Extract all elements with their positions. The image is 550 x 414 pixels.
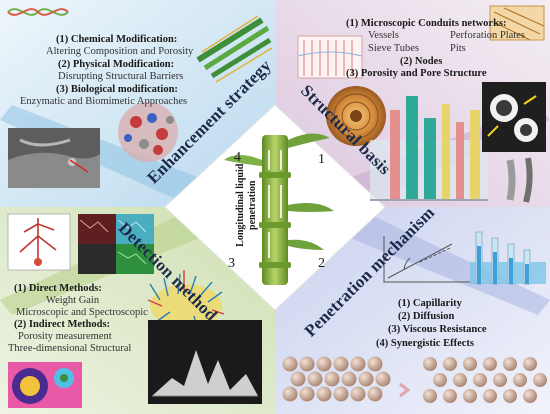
penetration-item-2: (2) Diffusion: [398, 311, 455, 322]
sphere: [443, 389, 457, 403]
detection-item-2-heading: (2) Indirect Methods:: [14, 319, 111, 330]
sphere: [350, 386, 366, 402]
vessel-strip-illustration: [489, 5, 545, 41]
structural-conduit-perforation-plates: Perforation Plates: [450, 30, 525, 41]
fiber-samples-illustration: [506, 157, 533, 203]
sphere: [523, 389, 537, 403]
sphere: [533, 373, 547, 387]
sphere: [316, 356, 332, 372]
detection-item-1-detail-1: Weight Gain: [46, 295, 100, 306]
sphere: [282, 356, 298, 372]
sphere: [333, 386, 349, 402]
detection-number: 3: [228, 256, 235, 271]
sphere: [324, 371, 340, 387]
sphere: [483, 357, 497, 371]
sphere: [307, 371, 323, 387]
sphere: [453, 373, 467, 387]
sem-micrograph-image: [8, 128, 100, 188]
spectroscopy-image-grid: [78, 214, 154, 274]
enhancement-item-2-heading: (2) Physical Modification:: [58, 59, 175, 70]
sphere: [341, 371, 357, 387]
sphere: [367, 356, 383, 372]
diffusion-arrow-icon: [399, 382, 411, 398]
enhancement-item-2-detail: Disrupting Structural Barriers: [58, 71, 184, 82]
detection-item-1-detail-2: Microscopic and Spectroscopic: [16, 307, 148, 318]
enhancement-item-1-heading: (1) Chemical Modification:: [56, 34, 178, 45]
sphere: [375, 371, 391, 387]
detection-item-2-detail-2: Three-dimensional Structural: [8, 343, 132, 354]
sphere: [493, 373, 507, 387]
sphere: [523, 357, 537, 371]
sphere: [367, 386, 383, 402]
sphere: [503, 357, 517, 371]
sphere: [473, 373, 487, 387]
sphere: [443, 357, 457, 371]
bamboo-stalk: [224, 133, 334, 285]
dna-helix-illustration: [7, 8, 69, 16]
sphere: [316, 386, 332, 402]
sphere: [290, 371, 306, 387]
sphere: [350, 356, 366, 372]
penetration-item-1: (1) Capillarity: [398, 298, 462, 309]
structural-number: 1: [318, 152, 325, 167]
structural-conduit-vessels: Vessels: [368, 30, 399, 41]
sphere: [503, 389, 517, 403]
center-label-line2: penetration: [246, 180, 258, 230]
conduit-micrograph-illustration: [297, 35, 363, 79]
detection-item-1-heading: (1) Direct Methods:: [14, 283, 102, 294]
structural-conduit-pits: Pits: [450, 43, 466, 54]
surface-plot-illustration: [148, 320, 262, 404]
sphere: [423, 389, 437, 403]
detection-item-2-detail-1: Porosity measurement: [18, 331, 112, 342]
penetration-item-3: (3) Viscous Resistance: [388, 324, 487, 335]
fiber-bundle-illustration: [196, 15, 273, 83]
contact-angle-diagram: [383, 236, 470, 283]
capillary-tubes-illustration: [470, 231, 546, 285]
sphere: [433, 373, 447, 387]
porous-packed-spheres: [282, 356, 547, 403]
sphere: [299, 356, 315, 372]
molecular-cluster-illustration: [118, 102, 178, 162]
enhancement-number: 4: [234, 150, 241, 165]
enhancement-item-1-detail: Altering Composition and Porosity: [46, 46, 194, 57]
sphere: [513, 373, 527, 387]
cross-section-micrograph: [482, 82, 546, 152]
penetration-number: 2: [318, 256, 325, 271]
enhancement-item-3-heading: (3) Biological modification:: [56, 84, 178, 95]
penetration-item-4: (4) Synergistic Effects: [376, 338, 474, 349]
growth-rings-illustration: [326, 86, 386, 146]
sphere: [358, 371, 374, 387]
structural-heading-2: (2) Nodes: [400, 56, 443, 67]
enhancement-item-3-detail: Enzymatic and Biomimetic Approaches: [20, 96, 188, 107]
center-label-line1: Longitudinal liquid: [234, 163, 246, 247]
sphere: [463, 357, 477, 371]
structural-heading-1: (1) Microscopic Conduits networks:: [346, 18, 507, 29]
sphere: [282, 386, 298, 402]
sphere: [463, 389, 477, 403]
sphere: [483, 389, 497, 403]
vascular-bundle-illustration: [370, 96, 488, 201]
contour-map-illustration: [8, 362, 82, 408]
fiber-burst-illustration: [147, 270, 225, 331]
sphere: [299, 386, 315, 402]
sphere: [423, 357, 437, 371]
3d-network-cube-illustration: [7, 213, 71, 271]
structural-conduit-sieve-tubes: Sieve Tubes: [368, 43, 420, 54]
sphere: [333, 356, 349, 372]
structural-heading-3: (3) Porosity and Pore Structure: [346, 68, 487, 79]
